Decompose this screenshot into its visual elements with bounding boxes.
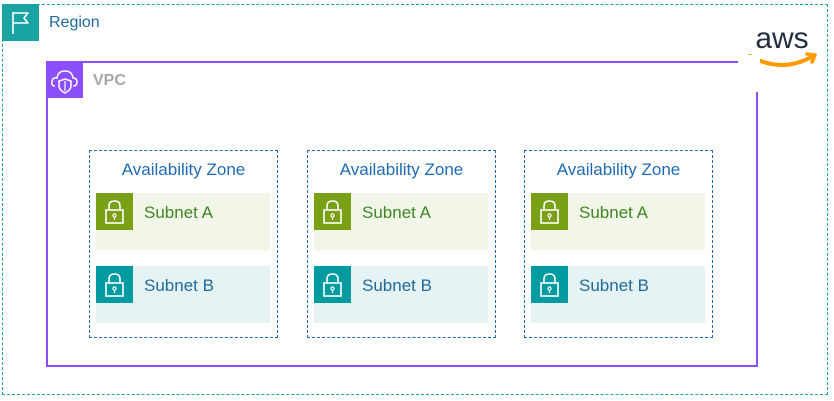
availability-zone: Availability Zone Subnet A Subnet B (307, 150, 496, 338)
subnet-label: Subnet B (362, 276, 432, 295)
region-group (2, 4, 828, 395)
lock-icon (314, 266, 351, 303)
subnet-label: Subnet B (579, 276, 649, 295)
aws-logo-text: aws (755, 22, 808, 55)
lock-icon (531, 266, 568, 303)
availability-zone-label: Availability Zone (121, 160, 246, 179)
vpc-label: VPC (93, 72, 126, 89)
subnet-b: Subnet B (531, 266, 705, 323)
lock-icon (96, 266, 133, 303)
availability-zone: Availability Zone Subnet A Subnet B (89, 150, 278, 338)
vpc-border-right (756, 92, 758, 367)
subnet-b: Subnet B (96, 266, 270, 323)
flag-icon (2, 4, 39, 41)
subnet-a: Subnet A (314, 193, 488, 250)
lock-icon (314, 193, 351, 230)
subnet-label: Subnet A (144, 203, 214, 222)
region-label: Region (49, 14, 100, 31)
vpc-cloud-icon (46, 61, 83, 98)
lock-icon (96, 193, 133, 230)
subnet-a: Subnet A (531, 193, 705, 250)
subnet-a: Subnet A (96, 193, 270, 250)
subnet-label: Subnet B (144, 276, 214, 295)
availability-zone-label: Availability Zone (556, 160, 681, 179)
subnet-label: Subnet A (579, 203, 649, 222)
vpc-group (46, 61, 758, 367)
subnet-b: Subnet B (314, 266, 488, 323)
subnet-label: Subnet A (362, 203, 432, 222)
lock-icon (531, 193, 568, 230)
availability-zone-label: Availability Zone (339, 160, 464, 179)
availability-zone: Availability Zone Subnet A Subnet B (524, 150, 713, 338)
